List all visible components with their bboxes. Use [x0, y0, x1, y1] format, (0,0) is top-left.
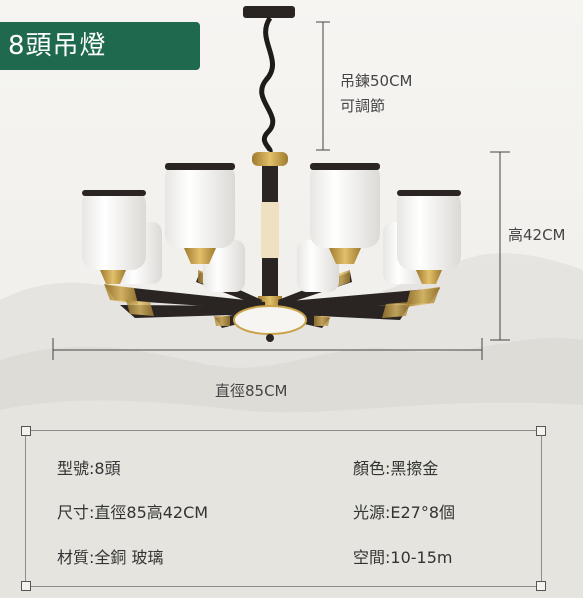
front-shades	[82, 163, 461, 284]
corner-marker	[536, 426, 546, 436]
spec-model: 型號:8頭	[57, 459, 121, 478]
product-title-badge: 8頭吊燈	[0, 22, 200, 70]
chain-length-label: 吊鍊50CM	[340, 72, 413, 90]
stem-top	[252, 152, 288, 166]
spec-frame: 型號:8頭 尺寸:直徑85高42CM 材質:全銅 玻璃 顏色:黑擦金 光源:E2…	[21, 426, 546, 591]
diameter-label: 直徑85CM	[215, 382, 288, 400]
spec-color: 顏色:黑擦金	[353, 459, 439, 478]
corner-marker	[536, 581, 546, 591]
chain-adjustable-label: 可調節	[340, 97, 386, 115]
height-label: 高42CM	[508, 226, 566, 244]
spec-space: 空間:10-15m	[353, 548, 453, 567]
spec-size: 尺寸:直徑85高42CM	[57, 503, 209, 522]
bottom-bowl	[233, 305, 307, 335]
corner-marker	[21, 426, 31, 436]
jade-column	[261, 202, 279, 258]
spec-material: 材質:全銅 玻璃	[57, 548, 164, 567]
ceiling-cap	[243, 6, 295, 18]
corner-marker	[21, 581, 31, 591]
spec-light-source: 光源:E27°8個	[353, 503, 456, 522]
chain	[259, 16, 276, 154]
